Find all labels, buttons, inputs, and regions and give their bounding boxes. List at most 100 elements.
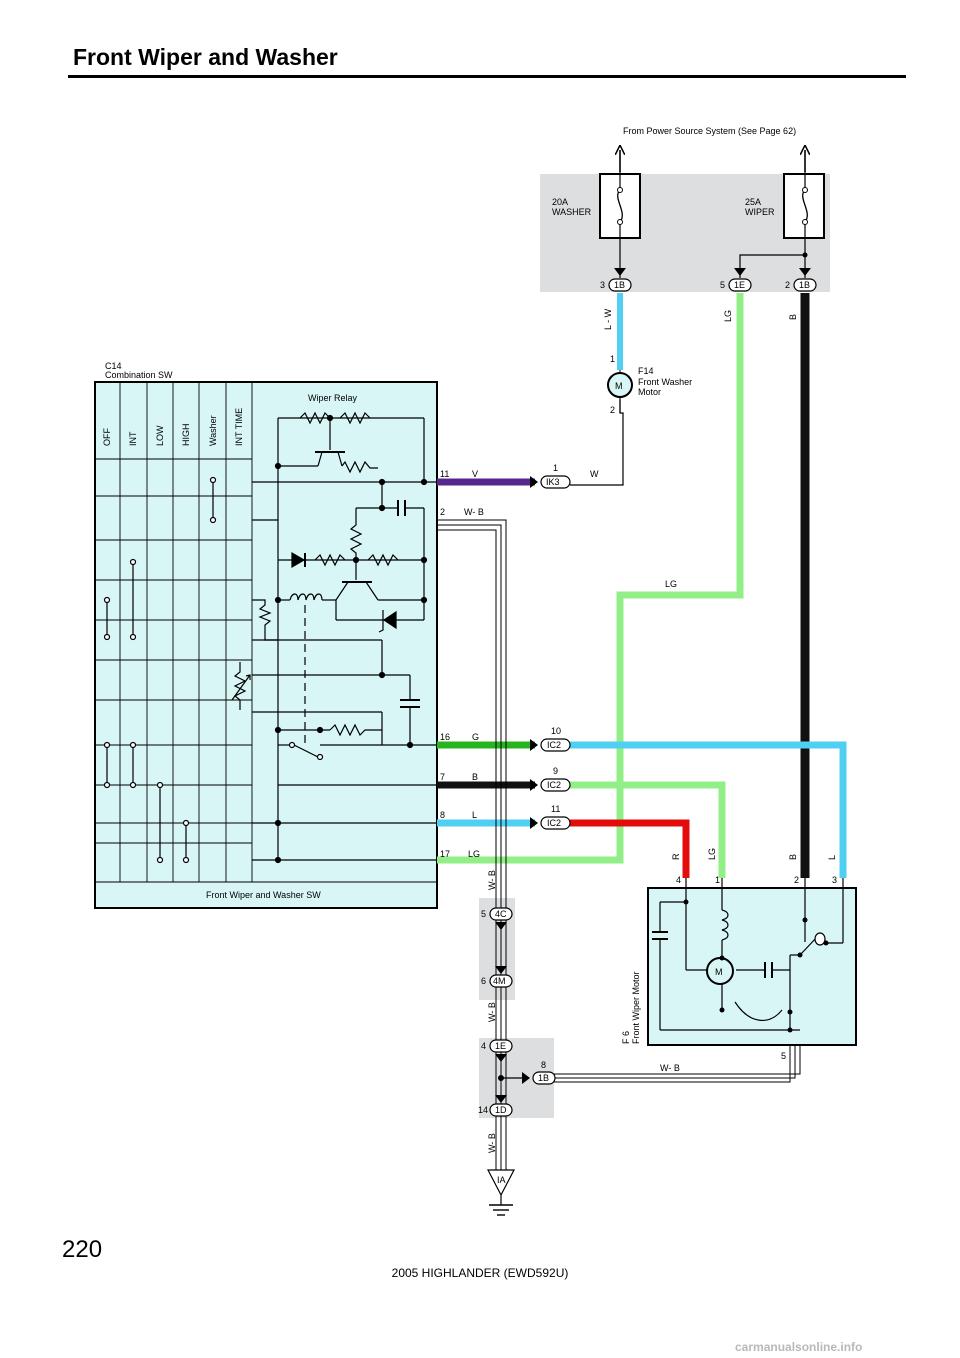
- switch-pos-low: LOW: [155, 425, 165, 446]
- label-wire-b-sw: B: [472, 772, 478, 782]
- label-wire-b-motor: B: [788, 854, 798, 860]
- svg-text:1B: 1B: [799, 280, 810, 290]
- connector-ic2-10: IC2 10: [540, 726, 571, 752]
- connector-ik3: IK3 1: [540, 463, 571, 489]
- svg-text:11: 11: [551, 804, 560, 814]
- wiper-relay-label: Wiper Relay: [308, 393, 358, 403]
- front-wiper-motor: [647, 878, 857, 1046]
- connector-ic2-9: IC2 9: [540, 766, 571, 792]
- svg-text:1B: 1B: [538, 1073, 549, 1083]
- label-wire-wb-v3: W- B: [487, 1133, 497, 1153]
- switch-pos-off: OFF: [102, 428, 112, 446]
- label-wire-g: G: [472, 732, 479, 742]
- label-wire-lg-motor: LG: [707, 848, 717, 860]
- label-wire-lw: L - W: [603, 308, 613, 330]
- switch-contacts: [103, 476, 217, 864]
- washer-motor: [607, 370, 633, 413]
- title-rule: [68, 75, 906, 78]
- ground-label: IA: [497, 1175, 506, 1185]
- svg-text:IC2: IC2: [547, 780, 561, 790]
- label-wire-l-sw: L: [472, 810, 477, 820]
- wire-r-motor: [570, 819, 690, 878]
- switch-pos-int: INT: [128, 431, 138, 446]
- switch-grid: [95, 382, 253, 882]
- washer-motor-code: F14: [638, 366, 654, 376]
- svg-text:IK3: IK3: [546, 477, 560, 487]
- connector-ic2-11: IC2 11: [540, 804, 571, 830]
- pin-sw-8: 8: [440, 810, 445, 820]
- svg-text:1: 1: [553, 463, 558, 473]
- svg-text:1E: 1E: [495, 1041, 506, 1051]
- svg-text:1D: 1D: [495, 1105, 507, 1115]
- label-wire-l-motor: L: [827, 855, 837, 860]
- connector-1d: 1D 14: [478, 1095, 513, 1117]
- svg-text:1E: 1E: [734, 280, 745, 290]
- wire-lg: [437, 293, 744, 864]
- pin-fm-3: 3: [832, 875, 837, 885]
- fuse-washer-amp: 20A: [552, 197, 568, 207]
- svg-text:8: 8: [541, 1060, 546, 1070]
- int-time-variable-resistor: [231, 662, 251, 710]
- connector-4c: 4C 5: [481, 907, 513, 930]
- label-wire-w: W: [590, 469, 599, 479]
- label-wire-wb-v1: W- B: [487, 870, 497, 890]
- label-wire-lg-sw: LG: [468, 849, 480, 859]
- pin-sw-2: 2: [440, 507, 445, 517]
- svg-text:IC2: IC2: [547, 740, 561, 750]
- fuse-washer: [599, 172, 641, 240]
- fuse-area: [540, 174, 830, 292]
- pin-fm-1: 1: [715, 875, 720, 885]
- pin-sw-7: 7: [440, 772, 445, 782]
- connector-1e-junction: 1E 4: [481, 1039, 513, 1062]
- svg-text:10: 10: [551, 726, 561, 736]
- svg-text:6: 6: [481, 976, 486, 986]
- svg-text:14: 14: [478, 1105, 488, 1115]
- page-number: 220: [62, 1236, 103, 1263]
- pin-sw-17: 17: [440, 849, 450, 859]
- svg-text:9: 9: [553, 766, 558, 776]
- svg-text:5: 5: [481, 909, 486, 919]
- svg-text:2: 2: [785, 280, 790, 290]
- ground-symbol: [487, 1169, 515, 1216]
- pin-fm-4: 4: [676, 875, 681, 885]
- svg-text:3: 3: [600, 280, 605, 290]
- wiper-motor-code: F 6: [621, 1031, 631, 1044]
- switch-pos-high: HIGH: [181, 424, 191, 447]
- svg-text:1B: 1B: [614, 280, 625, 290]
- combination-switch-box: [94, 381, 438, 909]
- connector-1b-wiper: 1B 2: [785, 278, 817, 292]
- washer-motor-name: Front Washer: [638, 377, 692, 387]
- power-source-label: From Power Source System (See Page 62): [623, 126, 796, 136]
- label-wire-wb-v2: W- B: [487, 1002, 497, 1022]
- wire-l-motor: [570, 741, 847, 878]
- pin-fm-2: 2: [794, 875, 799, 885]
- pin-sw-11: 11: [440, 469, 449, 479]
- wiper-motor-symbol: M: [715, 967, 723, 977]
- harness-chevrons: [530, 268, 811, 829]
- svg-text:IC2: IC2: [547, 818, 561, 828]
- pin-sw-16: 16: [440, 732, 450, 742]
- connector-1b-fuse: 1B 3: [600, 278, 632, 292]
- label-wire-lg-mid: LG: [665, 579, 677, 589]
- connector-1e-fuse: 1E 5: [720, 278, 752, 292]
- washer-sw-label: Front Wiper and Washer SW: [206, 890, 321, 900]
- fuse-wiper-amp: 25A: [745, 197, 761, 207]
- page-title: Front Wiper and Washer: [73, 44, 338, 70]
- label-wire-b-top: B: [788, 314, 798, 320]
- label-wire-lg-top: LG: [723, 310, 733, 322]
- fuse-wiper: [783, 172, 825, 240]
- svg-text:4: 4: [481, 1041, 486, 1051]
- washer-motor-symbol: M: [615, 381, 623, 391]
- svg-text:4M: 4M: [493, 976, 506, 986]
- connector-1b-junction: 1B 8: [498, 1060, 556, 1085]
- switch-pos-int-time: INT TIME: [234, 408, 244, 446]
- label-wire-wb-sw: W- B: [464, 507, 484, 517]
- label-wire-wb-motor: W- B: [660, 1063, 680, 1073]
- watermark: carmanualsonline.info: [735, 1340, 863, 1354]
- washer-motor-pin2: 2: [610, 405, 615, 415]
- svg-text:4C: 4C: [495, 909, 507, 919]
- wire-lg-motor: [570, 781, 726, 878]
- label-wire-r: R: [671, 853, 681, 860]
- footer: 2005 HIGHLANDER (EWD592U): [391, 1266, 569, 1280]
- svg-text:5: 5: [720, 280, 725, 290]
